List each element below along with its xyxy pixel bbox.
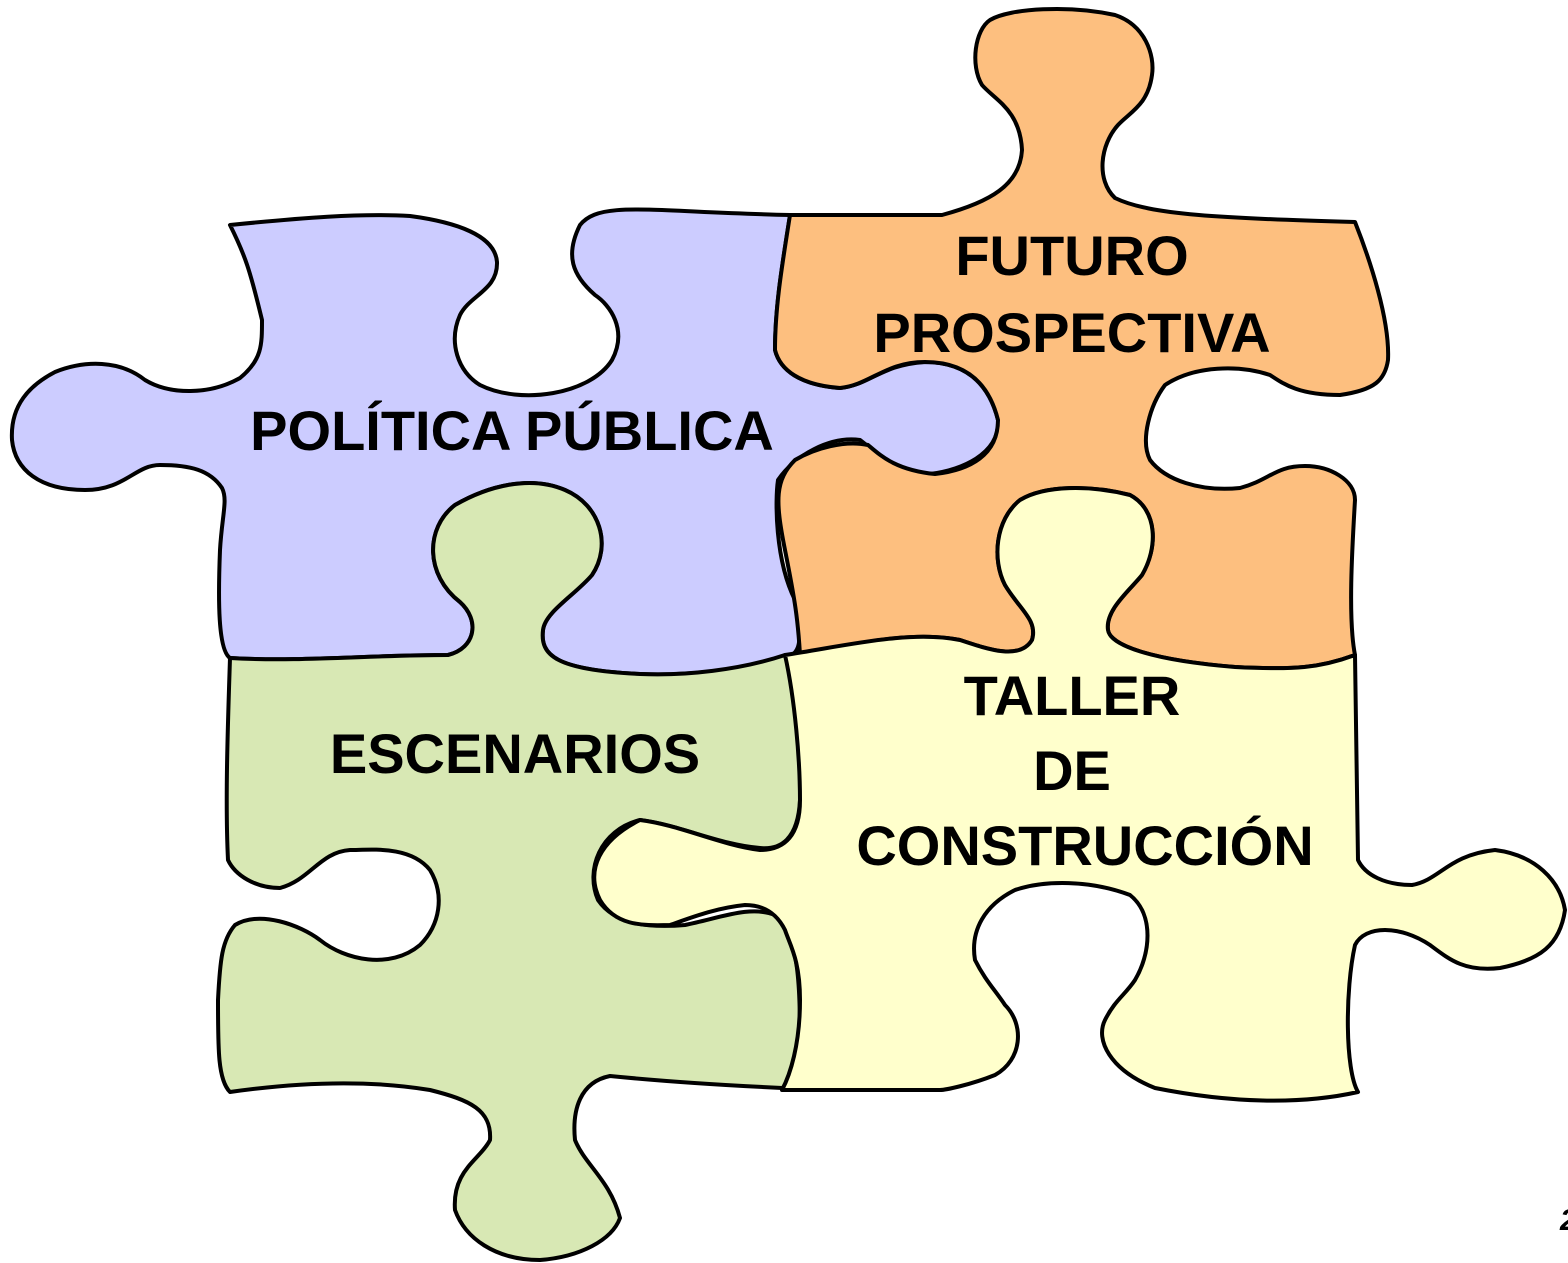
label-politica-publica: POLÍTICA PÚBLICA <box>250 399 774 462</box>
page-number: 2 <box>1559 1204 1568 1237</box>
label-de: DE <box>1033 739 1111 802</box>
puzzle-piece-escenarios <box>216 481 802 1262</box>
label-prospectiva: PROSPECTIVA <box>873 301 1270 364</box>
label-construccion: CONSTRUCCIÓN <box>856 814 1313 877</box>
label-futuro: FUTURO <box>955 224 1188 287</box>
puzzle-piece-taller <box>592 486 1567 1103</box>
label-taller: TALLER <box>964 664 1181 727</box>
label-escenarios: ESCENARIOS <box>330 722 700 785</box>
